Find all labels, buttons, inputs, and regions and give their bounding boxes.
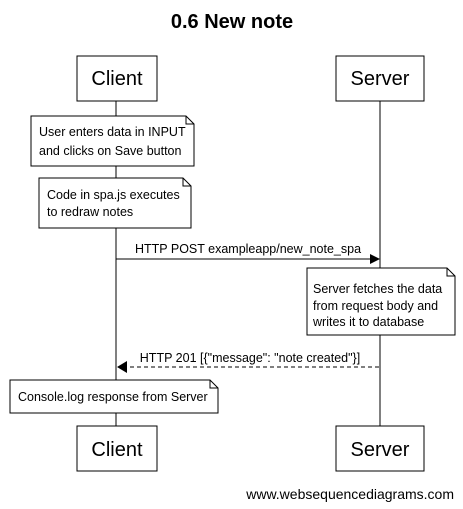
note-user-enters-data: User enters data in INPUT and clicks on … <box>30 115 195 167</box>
participant-server-bottom: Server <box>335 425 425 472</box>
watermark-link[interactable]: www.websequencediagrams.com <box>245 486 454 502</box>
note-server-fetches-line-1: Server fetches the data <box>313 282 442 296</box>
participant-server-top: Server <box>335 55 425 102</box>
participant-client-bottom-label: Client <box>91 439 143 461</box>
diagram-title: 0.6 New note <box>171 11 293 33</box>
participant-server-bottom-label: Server <box>351 439 410 461</box>
note-console-log: Console.log response from Server <box>9 379 219 414</box>
participant-server-top-label: Server <box>351 68 410 90</box>
note-code-executes-line-2: to redraw notes <box>47 205 133 219</box>
participant-client-top: Client <box>76 55 158 102</box>
message-http-post-label: HTTP POST exampleapp/new_note_spa <box>135 242 361 256</box>
message-http-201: HTTP 201 [{"message": "note created"}] <box>117 351 379 373</box>
note-server-fetches-line-2: from request body and <box>313 299 438 313</box>
note-server-fetches: Server fetches the data from request bod… <box>306 267 456 336</box>
note-server-fetches-line-3: writes it to database <box>312 315 424 329</box>
note-console-log-line-1: Console.log response from Server <box>18 390 208 404</box>
note-user-enters-data-line-2: and clicks on Save button <box>39 144 181 158</box>
participant-client-bottom: Client <box>76 425 158 472</box>
message-http-201-label: HTTP 201 [{"message": "note created"}] <box>140 351 360 365</box>
note-user-enters-data-line-1: User enters data in INPUT <box>39 125 186 139</box>
note-code-executes: Code in spa.js executes to redraw notes <box>38 177 192 229</box>
participant-client-top-label: Client <box>91 68 143 90</box>
message-http-post: HTTP POST exampleapp/new_note_spa <box>116 242 380 264</box>
note-code-executes-line-1: Code in spa.js executes <box>47 188 180 202</box>
